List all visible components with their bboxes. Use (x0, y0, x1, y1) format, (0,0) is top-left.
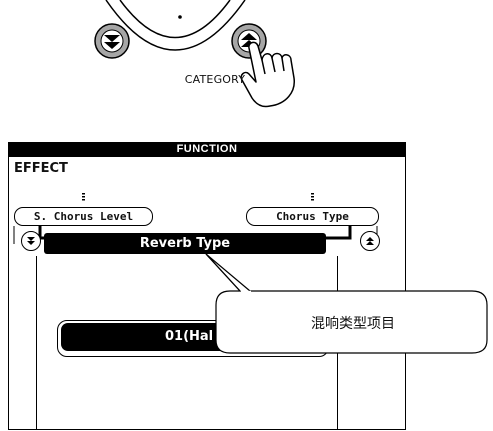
panel-title-bar (8, 142, 406, 157)
category-down-button[interactable] (94, 23, 130, 59)
double-chevron-down-icon (104, 35, 120, 42)
left-param-box: S. Chorus Level (14, 207, 153, 226)
category-dial-illustration (94, 0, 295, 108)
panel-title: FUNCTION (176, 143, 238, 155)
value-label: 01(Hal (165, 329, 214, 344)
category-label: CATEGORY (184, 73, 246, 86)
param-indicator-marks (82, 193, 314, 201)
effect-section-label: EFFECT (14, 161, 68, 176)
scroll-up-button[interactable] (360, 231, 380, 251)
callout-balloon (205, 253, 488, 354)
current-param-label: Reverb Type (139, 236, 231, 251)
category-up-button[interactable] (231, 23, 267, 59)
current-param-bar (44, 233, 326, 254)
scroll-down-button[interactable] (21, 231, 41, 251)
right-param-box: Chorus Type (246, 207, 379, 226)
double-chevron-down-icon (27, 237, 35, 245)
callout-text: 混响类型项目 (311, 316, 395, 332)
pointing-hand-icon (240, 41, 295, 108)
double-chevron-up-icon (241, 33, 257, 40)
double-chevron-up-icon (366, 237, 374, 245)
